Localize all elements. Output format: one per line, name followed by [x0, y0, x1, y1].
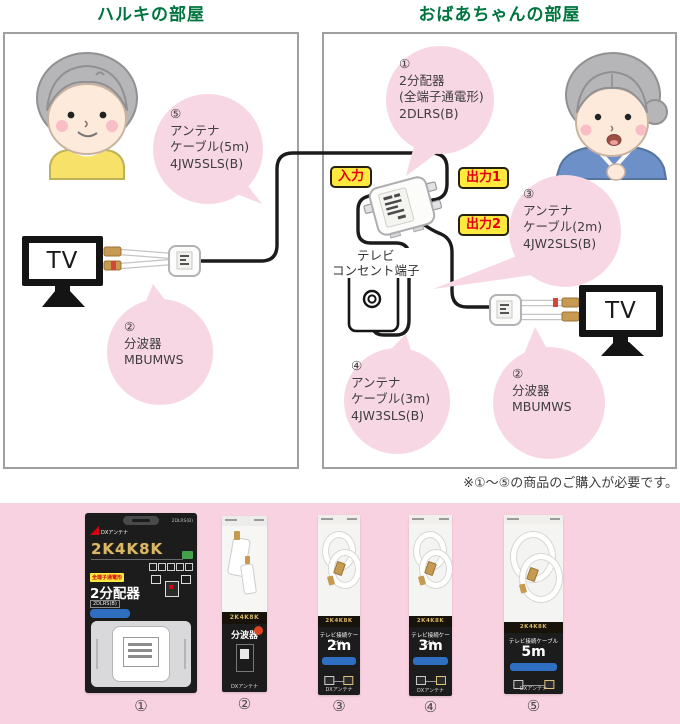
output1-port-label: 出力1 — [458, 167, 510, 189]
brand-text: DXアンテナ — [519, 686, 548, 692]
product-number-4: ④ — [423, 698, 438, 716]
wall-outlet-label-line2: コンセント端子 — [332, 263, 420, 278]
room-title-haruki: ハルキの部屋 — [97, 5, 205, 25]
cable-length: 5m — [521, 644, 546, 660]
bubble-num: ② — [512, 366, 524, 381]
product-name: テレビ接続ケーブル — [411, 633, 450, 647]
distributor-product-photo — [112, 626, 170, 682]
package-header-strip — [409, 515, 452, 524]
product-name: テレビ接続ケーブル — [508, 639, 559, 645]
product-number-5: ⑤ — [526, 697, 541, 715]
product-number-2: ② — [237, 695, 252, 713]
product-package-splitter: 2K4K8K 分波器 DXアンテナ — [222, 516, 267, 692]
bubble-line: MBUMWS — [512, 399, 572, 414]
package-header-strip — [318, 515, 360, 524]
package-diagram-decoration — [415, 667, 446, 685]
product-number-3: ③ — [332, 697, 346, 715]
bubble-text-distributor: ① 2分配器 (全端子通電形) 2DLRS(B) — [399, 56, 484, 122]
bubble-text-cable-5m: ⑤ アンテナ ケーブル(5m) 4JW5SLS(B) — [170, 106, 249, 172]
badge-icon — [254, 626, 263, 635]
product-package-distributor: DXアンテナ 2DLRS(B) 2K4K8K 全端子通電形 2分配器 2DLRS… — [85, 513, 197, 693]
bubble-num: ② — [124, 319, 136, 334]
brand-text: DXアンテナ — [101, 530, 129, 536]
product-name: 2分配器 — [90, 586, 140, 602]
input-port-label: 入力 — [330, 166, 373, 188]
package-diagram-decoration — [149, 573, 193, 607]
package-header-strip — [504, 515, 563, 524]
bubble-text-cable-3m: ④ アンテナ ケーブル(3m) 4JW3SLS(B) — [351, 358, 430, 424]
bubble-text-splitter-left: ② 分波器 MBUMWS — [124, 319, 184, 369]
info-tag — [413, 657, 448, 665]
info-tag — [90, 609, 130, 618]
splitter-product-photo — [222, 526, 267, 612]
blister-pack — [91, 621, 191, 687]
info-tag — [322, 657, 356, 665]
bubble-line: ケーブル(5m) — [170, 139, 250, 154]
cable-product-photo — [409, 524, 452, 616]
tv-left-label: TV — [46, 248, 79, 274]
grade-text: 2K4K8K — [409, 616, 452, 627]
product-name: 分波器 — [230, 631, 258, 641]
bubble-num: ⑤ — [170, 106, 182, 121]
bubble-line: ケーブル(3m) — [351, 391, 431, 406]
cable-length: 2m — [326, 638, 352, 654]
package-diagram-decoration — [324, 667, 354, 685]
bubble-line: MBUMWS — [124, 352, 184, 367]
grade-text: 2K4K8K — [504, 622, 563, 633]
bubble-line: 分波器 — [512, 382, 550, 398]
package-header-strip — [222, 516, 267, 526]
purchase-note: ※①〜⑤の商品のご購入が必要です。 — [463, 476, 678, 491]
bubble-line: 4JW5SLS(B) — [170, 155, 244, 171]
bubble-line: 2DLRS(B) — [399, 105, 459, 121]
package-diagram-decoration — [512, 671, 555, 689]
grade-text: 2K4K8K — [91, 540, 164, 558]
wall-outlet-label: テレビ コンセント端子 — [330, 248, 422, 278]
brand-text: DXアンテナ — [325, 687, 353, 693]
bubble-line: 4JW3SLS(B) — [351, 407, 425, 423]
cable-product-photo — [504, 524, 563, 622]
bubble-line: アンテナ — [523, 202, 573, 218]
product-package-cable-3m: 2K4K8K テレビ接続ケーブル 3m DXアンテナ — [409, 515, 452, 696]
bubble-num: ③ — [523, 186, 535, 201]
dx-antenna-logo-icon — [90, 526, 99, 535]
tv-right-label: TV — [605, 298, 637, 324]
broadcast-badges — [149, 563, 193, 571]
eco-badge-icon — [182, 551, 193, 559]
grade-text: 2K4K8K — [318, 616, 360, 627]
hang-tab — [123, 516, 159, 525]
bubble-line: アンテナ — [351, 374, 401, 390]
package-diagram-decoration — [235, 644, 254, 672]
brand-text: DXアンテナ — [230, 684, 259, 690]
bubble-line: 分波器 — [124, 335, 162, 351]
bubble-text-cable-2m: ③ アンテナ ケーブル(2m) 4JW2SLS(B) — [523, 186, 602, 252]
bubble-text-splitter-right: ② 分波器 MBUMWS — [512, 366, 572, 416]
cable-length: 3m — [418, 638, 443, 654]
product-band: DXアンテナ 2DLRS(B) 2K4K8K 全端子通電形 2分配器 2DLRS… — [0, 503, 680, 724]
bubble-num: ④ — [351, 358, 363, 373]
room-title-grandma: おばあちゃんの部屋 — [418, 5, 581, 25]
bubble-line: (全端子通電形) — [399, 89, 484, 104]
feature-tag: 全端子通電形 — [90, 573, 125, 582]
cable-product-photo — [318, 524, 360, 616]
wall-outlet-label-line1: テレビ — [357, 248, 395, 263]
product-package-cable-2m: 2K4K8K テレビ接続ケーブル 2m DXアンテナ — [318, 515, 360, 695]
grade-text: 2K4K8K — [222, 612, 267, 624]
divider — [91, 559, 183, 560]
model-number: 2DLRS(B) — [171, 519, 193, 524]
bubble-line: アンテナ — [170, 122, 220, 138]
bubble-line: 4JW2SLS(B) — [523, 235, 597, 251]
model-box: 2DLRS(B) — [90, 600, 120, 608]
brand-text: DXアンテナ — [416, 688, 445, 694]
product-package-cable-5m: 2K4K8K テレビ接続ケーブル 5m DXアンテナ — [504, 515, 563, 694]
info-tag — [509, 663, 558, 671]
bubble-line: 2分配器 — [399, 72, 445, 88]
product-name: テレビ接続ケーブル — [319, 633, 359, 647]
bubble-num: ① — [399, 56, 411, 71]
bubble-line: ケーブル(2m) — [523, 219, 603, 234]
product-number-1: ① — [134, 697, 148, 715]
output2-port-label: 出力2 — [458, 214, 510, 236]
